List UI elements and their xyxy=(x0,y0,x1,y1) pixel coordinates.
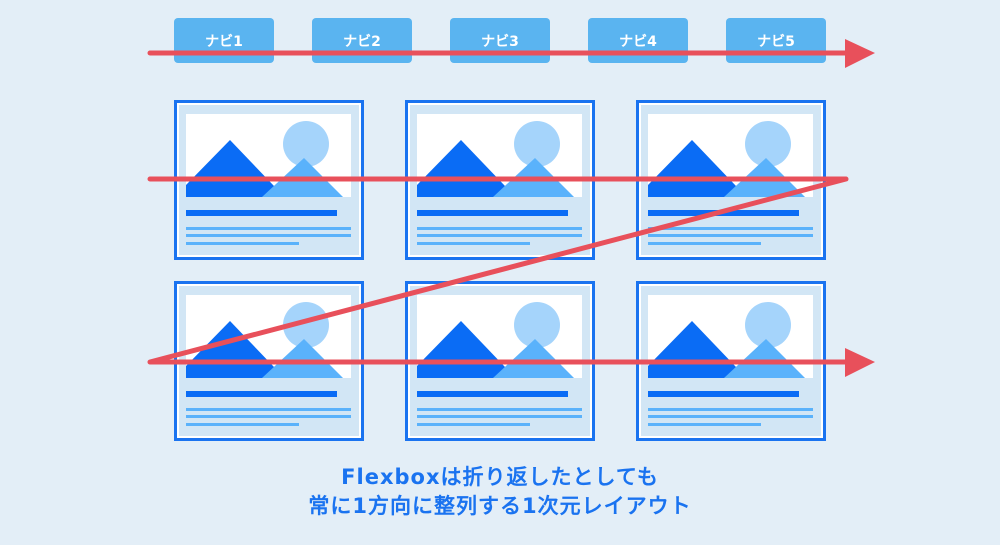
text-line xyxy=(648,408,813,411)
title-bar xyxy=(417,210,568,216)
text-line xyxy=(648,227,813,230)
caption-line-1: Flexboxは折り返したとしても xyxy=(341,465,659,489)
text-line xyxy=(186,408,351,411)
text-line xyxy=(648,234,813,237)
text-line xyxy=(417,234,582,237)
nav-item-2: ナビ2 xyxy=(312,18,412,63)
arrowhead-icon xyxy=(845,348,875,377)
caption-line-2: 常に1方向に整列する1次元レイアウト xyxy=(308,494,692,518)
text-line xyxy=(417,415,582,418)
card xyxy=(636,100,826,260)
nav-item-5: ナビ5 xyxy=(726,18,826,63)
text-line xyxy=(186,227,351,230)
text-line xyxy=(417,408,582,411)
card xyxy=(636,281,826,441)
text-line xyxy=(186,234,351,237)
nav-item-3: ナビ3 xyxy=(450,18,550,63)
text-line xyxy=(648,415,813,418)
nav-item-4: ナビ4 xyxy=(588,18,688,63)
text-line xyxy=(648,242,761,245)
card xyxy=(405,281,595,441)
title-bar xyxy=(186,210,337,216)
nav-item-1: ナビ1 xyxy=(174,18,274,63)
title-bar xyxy=(648,391,799,397)
title-bar xyxy=(648,210,799,216)
title-bar xyxy=(186,391,337,397)
text-line xyxy=(186,242,299,245)
card xyxy=(405,100,595,260)
text-line xyxy=(648,423,761,426)
text-line xyxy=(186,423,299,426)
text-line xyxy=(417,423,530,426)
title-bar xyxy=(417,391,568,397)
caption: Flexboxは折り返したとしても 常に1方向に整列する1次元レイアウト xyxy=(0,463,1000,521)
card xyxy=(174,100,364,260)
text-line xyxy=(417,227,582,230)
card xyxy=(174,281,364,441)
text-line xyxy=(417,242,530,245)
arrowhead-icon xyxy=(845,39,875,68)
text-line xyxy=(186,415,351,418)
